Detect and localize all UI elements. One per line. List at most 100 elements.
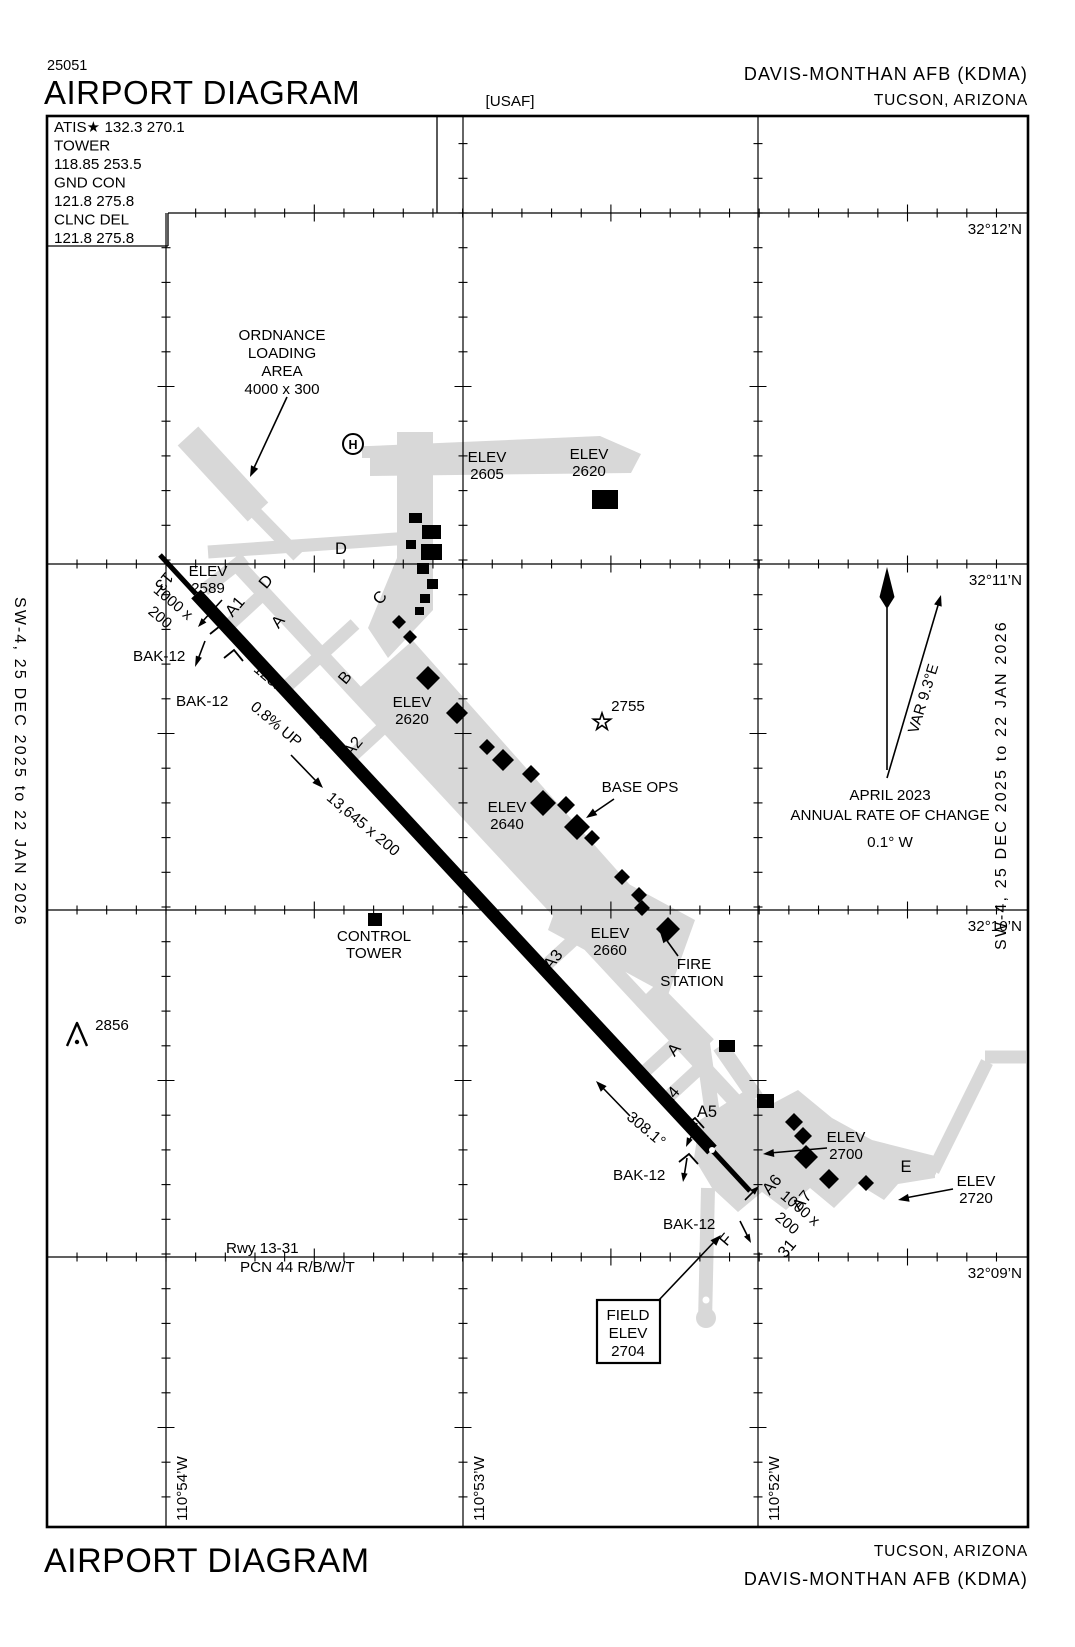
svg-text:A5: A5 [697,1103,717,1121]
peak-dot-icon [74,1039,80,1045]
page-title-top: AIRPORT DIAGRAM [44,74,360,111]
svg-text:APRIL 2023: APRIL 2023 [849,787,930,804]
svg-text:2720: 2720 [959,1190,993,1207]
elev-2720-arrow [898,1193,910,1202]
latitude-label: 32°09’N [968,1265,1022,1282]
svg-text:0.1° W: 0.1° W [867,834,913,851]
latitude-label: 32°11’N [969,572,1022,589]
control-tower-label: TOWER [346,945,402,962]
page-title-bottom: AIRPORT DIAGRAM [44,1542,370,1580]
spot-elevation-2856: 2856 [95,1017,129,1034]
bak-12-label: BAK-12 [613,1167,665,1184]
magnetic-variation-arrow [934,595,942,607]
svg-text:ELEV: ELEV [468,449,508,466]
obstruction-star-icon [590,710,614,732]
bak-12-label: BAK-12 [663,1216,715,1233]
comms-clnc-label: CLNC DEL [54,212,129,229]
arresting-gear-markers [195,599,759,1243]
svg-text:2620: 2620 [395,711,429,728]
runway-31-overrun [710,1148,752,1193]
svg-text:ELEV: ELEV [609,1325,649,1342]
svg-text:FIELD: FIELD [606,1307,649,1324]
chart-number: 25051 [47,58,87,74]
fire-station-label: FIRE [677,956,712,973]
north-arrow [879,567,895,609]
building-footprints [368,490,774,1108]
bak-12-label: BAK-12 [133,648,185,665]
edition-note-left: SW-4, 25 DEC 2025 to 22 JAN 2026 [11,597,28,927]
grid-tick-marks [76,143,998,1498]
heading-308-arrow [596,1081,607,1092]
fire-station-arrow [660,932,670,944]
comms-gnd-label: GND CON [54,175,126,192]
chart-text: 25051 AIRPORT DIAGRAM [USAF] DAVIS-MONTH… [11,58,1028,1589]
helipad-letter: H [348,438,357,452]
peak-icon [65,1021,89,1047]
map-neatline [45,114,1030,1529]
svg-text:ORDNANCE: ORDNANCE [239,327,326,344]
comms-tower-label: TOWER [54,138,110,155]
magnetic-variation-note: APRIL 2023 ANNUAL RATE OF CHANGE 0.1° W … [790,662,989,851]
comms-tower-freq: 118.85 253.5 [54,156,142,173]
latitude-label: 32°10’N [968,918,1022,935]
svg-text:ELEV: ELEV [827,1129,867,1146]
svg-text:ELEV: ELEV [570,446,610,463]
ordnance-loading-area-label: ORDNANCE LOADING AREA 4000 x 300 [239,327,326,398]
svg-text:F: F [716,1230,736,1249]
city-state-top: TUCSON, ARIZONA [874,92,1028,109]
runway-heading-31: 308.1° [623,1109,668,1151]
svg-text:2620: 2620 [572,463,606,480]
longitude-label: 110°52’W [766,1455,783,1521]
svg-text:4000 x 300: 4000 x 300 [244,381,319,398]
elev-2700-arrow [763,1149,775,1157]
svg-text:AREA: AREA [261,363,303,380]
spot-elevation-2755: 2755 [611,698,645,715]
field-elev-arrow [710,1235,721,1246]
svg-text:2605: 2605 [470,466,504,483]
svg-text:ELEV: ELEV [393,694,433,711]
airport-name-bottom: DAVIS-MONTHAN AFB (KDMA) [744,1569,1028,1589]
svg-text:D: D [335,540,347,558]
control-tower-building [368,913,382,926]
svg-text:2660: 2660 [593,942,627,959]
comms-gnd-freq: 121.8 275.8 [54,193,134,210]
callout-arrows [195,396,954,1302]
field-elev-label: FIELD ELEV 2704 [606,1307,649,1360]
hangar-diamond-buildings [392,615,874,1191]
svg-text:LOADING: LOADING [248,345,316,362]
runway-13-31 [191,589,717,1155]
runway-13-overrun [158,553,198,596]
svg-text:2704: 2704 [611,1343,645,1360]
runway-info: Rwy 13-31 [226,1240,299,1257]
svg-text:ELEV: ELEV [591,925,631,942]
comm-frequencies: ATIS★ 132.3 270.1 TOWER 118.85 253.5 GND… [54,119,185,247]
svg-text:2700: 2700 [829,1146,863,1163]
helipad-icon [342,433,364,455]
base-ops-label: BASE OPS [602,779,679,796]
bak-12-label: BAK-12 [176,693,228,710]
map-border-and-grid [45,114,1030,1529]
field-elev-box [595,1298,662,1365]
longitude-label: 110°54’W [174,1455,191,1521]
svg-text:ANNUAL RATE OF CHANGE: ANNUAL RATE OF CHANGE [790,807,989,824]
comms-clnc-freq: 121.8 275.8 [54,230,134,247]
city-state-bottom: TUCSON, ARIZONA [874,1543,1028,1560]
runway-info: PCN 44 R/B/W/T [240,1259,355,1276]
runway-31-threshold-dot [709,1147,715,1153]
runway-and-buildings [158,490,874,1193]
edition-note-right: SW-4, 25 DEC 2025 to 22 JAN 2026 [993,620,1010,950]
svg-text:ELEV: ELEV [189,563,229,580]
fire-station-label: STATION [660,973,724,990]
base-ops-arrow [586,808,598,818]
runway-31-number: 31 [774,1236,800,1262]
control-tower-label: CONTROL [337,928,411,945]
svg-text:ELEV: ELEV [488,799,528,816]
comms-atis: ATIS★ 132.3 270.1 [54,119,185,136]
svg-text:2589: 2589 [191,580,225,597]
ordnance-arrow [250,465,259,477]
usaf-tag: [USAF] [486,93,535,110]
latitude-label: 32°12’N [968,221,1022,238]
